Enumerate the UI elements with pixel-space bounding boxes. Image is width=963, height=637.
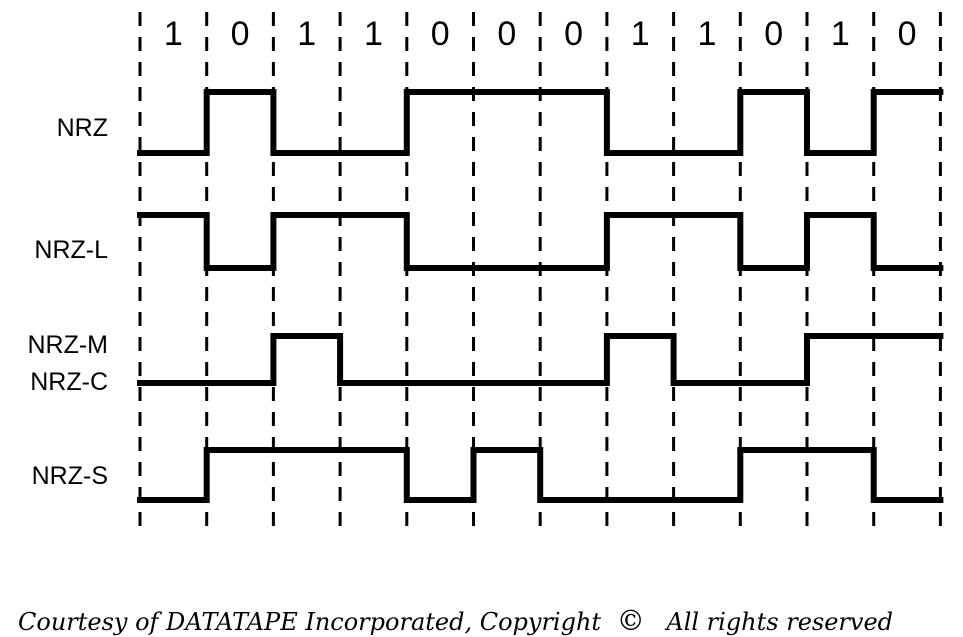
waveform-nrz-m-nrz-c [137,333,944,386]
waveform-labels: NRZ NRZ-L NRZ-M NRZ-C NRZ-S [27,114,108,490]
waveforms [137,89,944,503]
bit-value: 1 [697,15,716,53]
footer-credit-text: Courtesy of DATATAPE Incorporated, Copyr… [18,608,601,636]
bit-value: 0 [564,15,583,53]
bit-value: 1 [631,15,650,53]
bit-value: 0 [898,15,917,53]
bit-value: 1 [364,15,383,53]
bit-value-row: 1 0 1 1 0 0 0 1 1 0 1 0 [164,15,917,53]
bit-value: 1 [297,15,316,53]
bit-value: 0 [431,15,450,53]
waveform-label: NRZ-M [27,331,108,359]
waveform-label: NRZ [57,114,108,142]
waveform-nrz [137,89,944,156]
waveform-nrz-s [137,447,944,503]
bit-value: 1 [831,15,850,53]
bit-value: 0 [231,15,250,53]
bit-value: 0 [764,15,783,53]
footer-credit: Courtesy of DATATAPE Incorporated, Copyr… [18,604,893,637]
bit-value: 1 [164,15,183,53]
waveform-label: NRZ-S [32,462,108,490]
waveform-nrz-l [137,212,944,271]
footer-rights-text: All rights reserved [664,608,893,636]
copyright-symbol: © [617,604,645,637]
bit-value: 0 [497,15,516,53]
waveform-label: NRZ-L [34,236,108,264]
waveform-label: NRZ-C [30,368,108,396]
